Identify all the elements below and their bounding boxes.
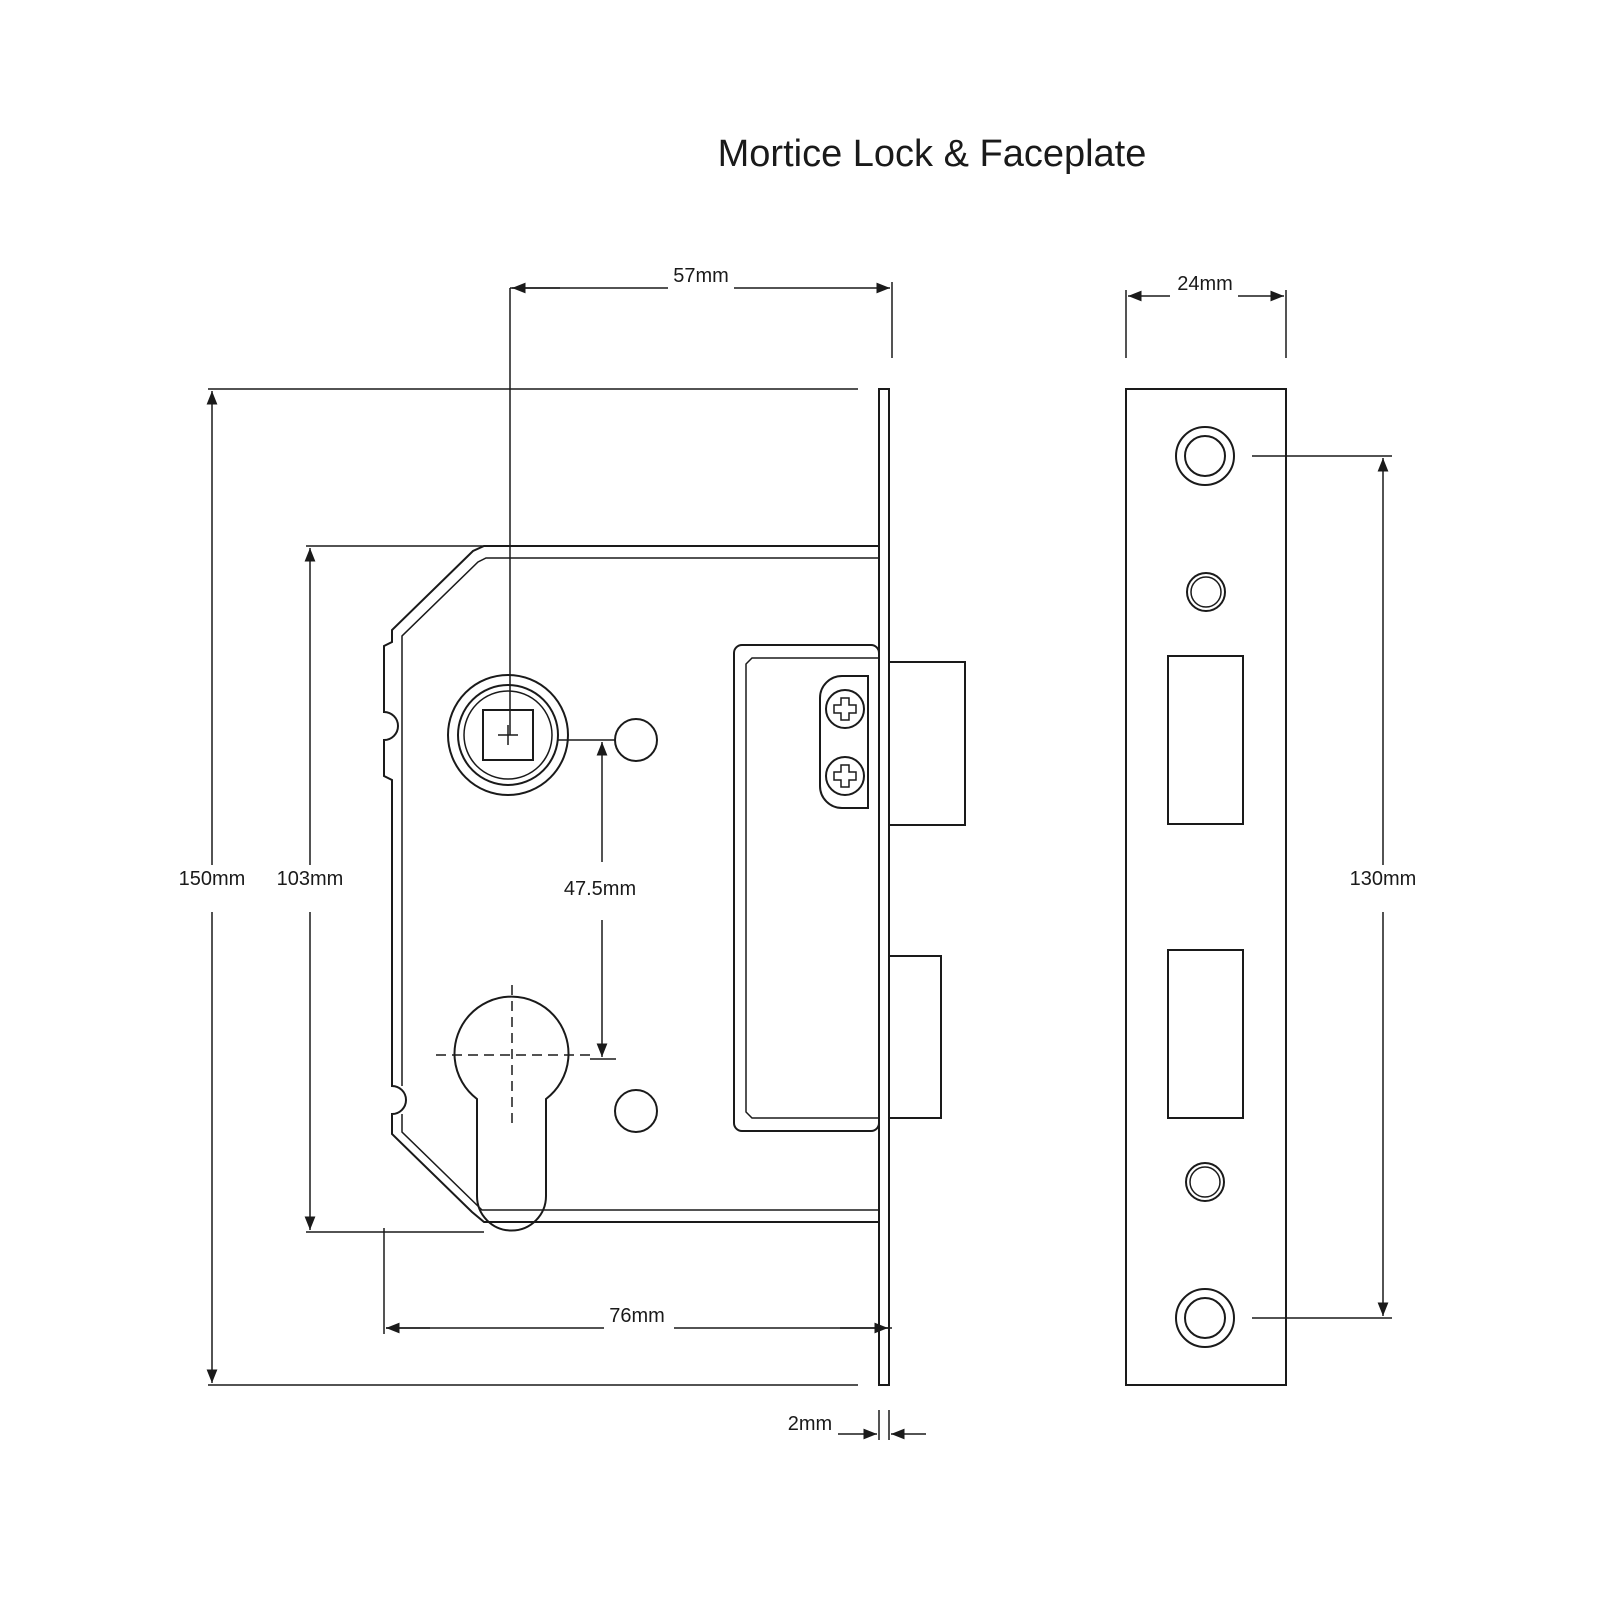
case-depth-dimension: 76mm (609, 1305, 665, 1327)
screw-top-cross (833, 697, 857, 721)
case-fixing-hole-top (614, 718, 658, 762)
follower-inner-ring (457, 684, 559, 786)
screw-bottom-cross (833, 764, 857, 788)
faceplate (1125, 388, 1287, 1386)
bolt-housing (733, 644, 880, 1132)
lock-case-outline (383, 545, 879, 1223)
lock-case-inner-edge (401, 557, 879, 1086)
screw-bottom (825, 756, 865, 796)
screw-plate (819, 675, 869, 809)
follower-core (463, 690, 553, 780)
faceplate-width-dimension: 24mm (1177, 273, 1233, 295)
fixing-centres-dimension: 130mm (1350, 868, 1417, 890)
faceplate-screw-hole-lower-inner (1189, 1166, 1221, 1198)
dead-bolt (888, 955, 942, 1119)
case-height-dimension: 103mm (277, 868, 344, 890)
centres-dimension: 47.5mm (564, 878, 636, 900)
faceplate-screw-hole-lower (1185, 1162, 1225, 1202)
faceplate-screw-hole-upper-inner (1190, 576, 1222, 608)
spindle-square (482, 709, 534, 761)
case-fixing-hole-bottom (614, 1089, 658, 1133)
dimension-lines: 57mm 150mm 103mm 47.5mm 76mm 2mm (179, 265, 926, 1440)
follower-outer-ring (447, 674, 569, 796)
lock-body (383, 388, 966, 1386)
faceplate-thickness-dimension: 2mm (788, 1413, 832, 1435)
diagram-title: Mortice Lock & Faceplate (718, 133, 1147, 175)
faceplate-hole-bottom-outer (1175, 1288, 1235, 1348)
euro-cylinder-cutout (453, 995, 570, 1232)
backset-dimension: 57mm (673, 265, 729, 287)
faceplate-hole-bottom-inner (1184, 1297, 1226, 1339)
bolt-aperture (1167, 949, 1244, 1119)
faceplate-dimension-lines: 24mm 130mm (1125, 273, 1417, 1319)
faceplate-hole-top-outer (1175, 426, 1235, 486)
lock-case-inner-bottom (401, 1114, 879, 1211)
faceplate-screw-hole-upper (1186, 572, 1226, 612)
faceplate-hole-top-inner (1184, 435, 1226, 477)
latch-aperture (1167, 655, 1244, 825)
forend-plate (878, 388, 890, 1386)
latch-bolt (888, 661, 966, 826)
faceplate-outline (1125, 388, 1287, 1386)
overall-height-dimension: 150mm (179, 868, 246, 890)
screw-top (825, 689, 865, 729)
